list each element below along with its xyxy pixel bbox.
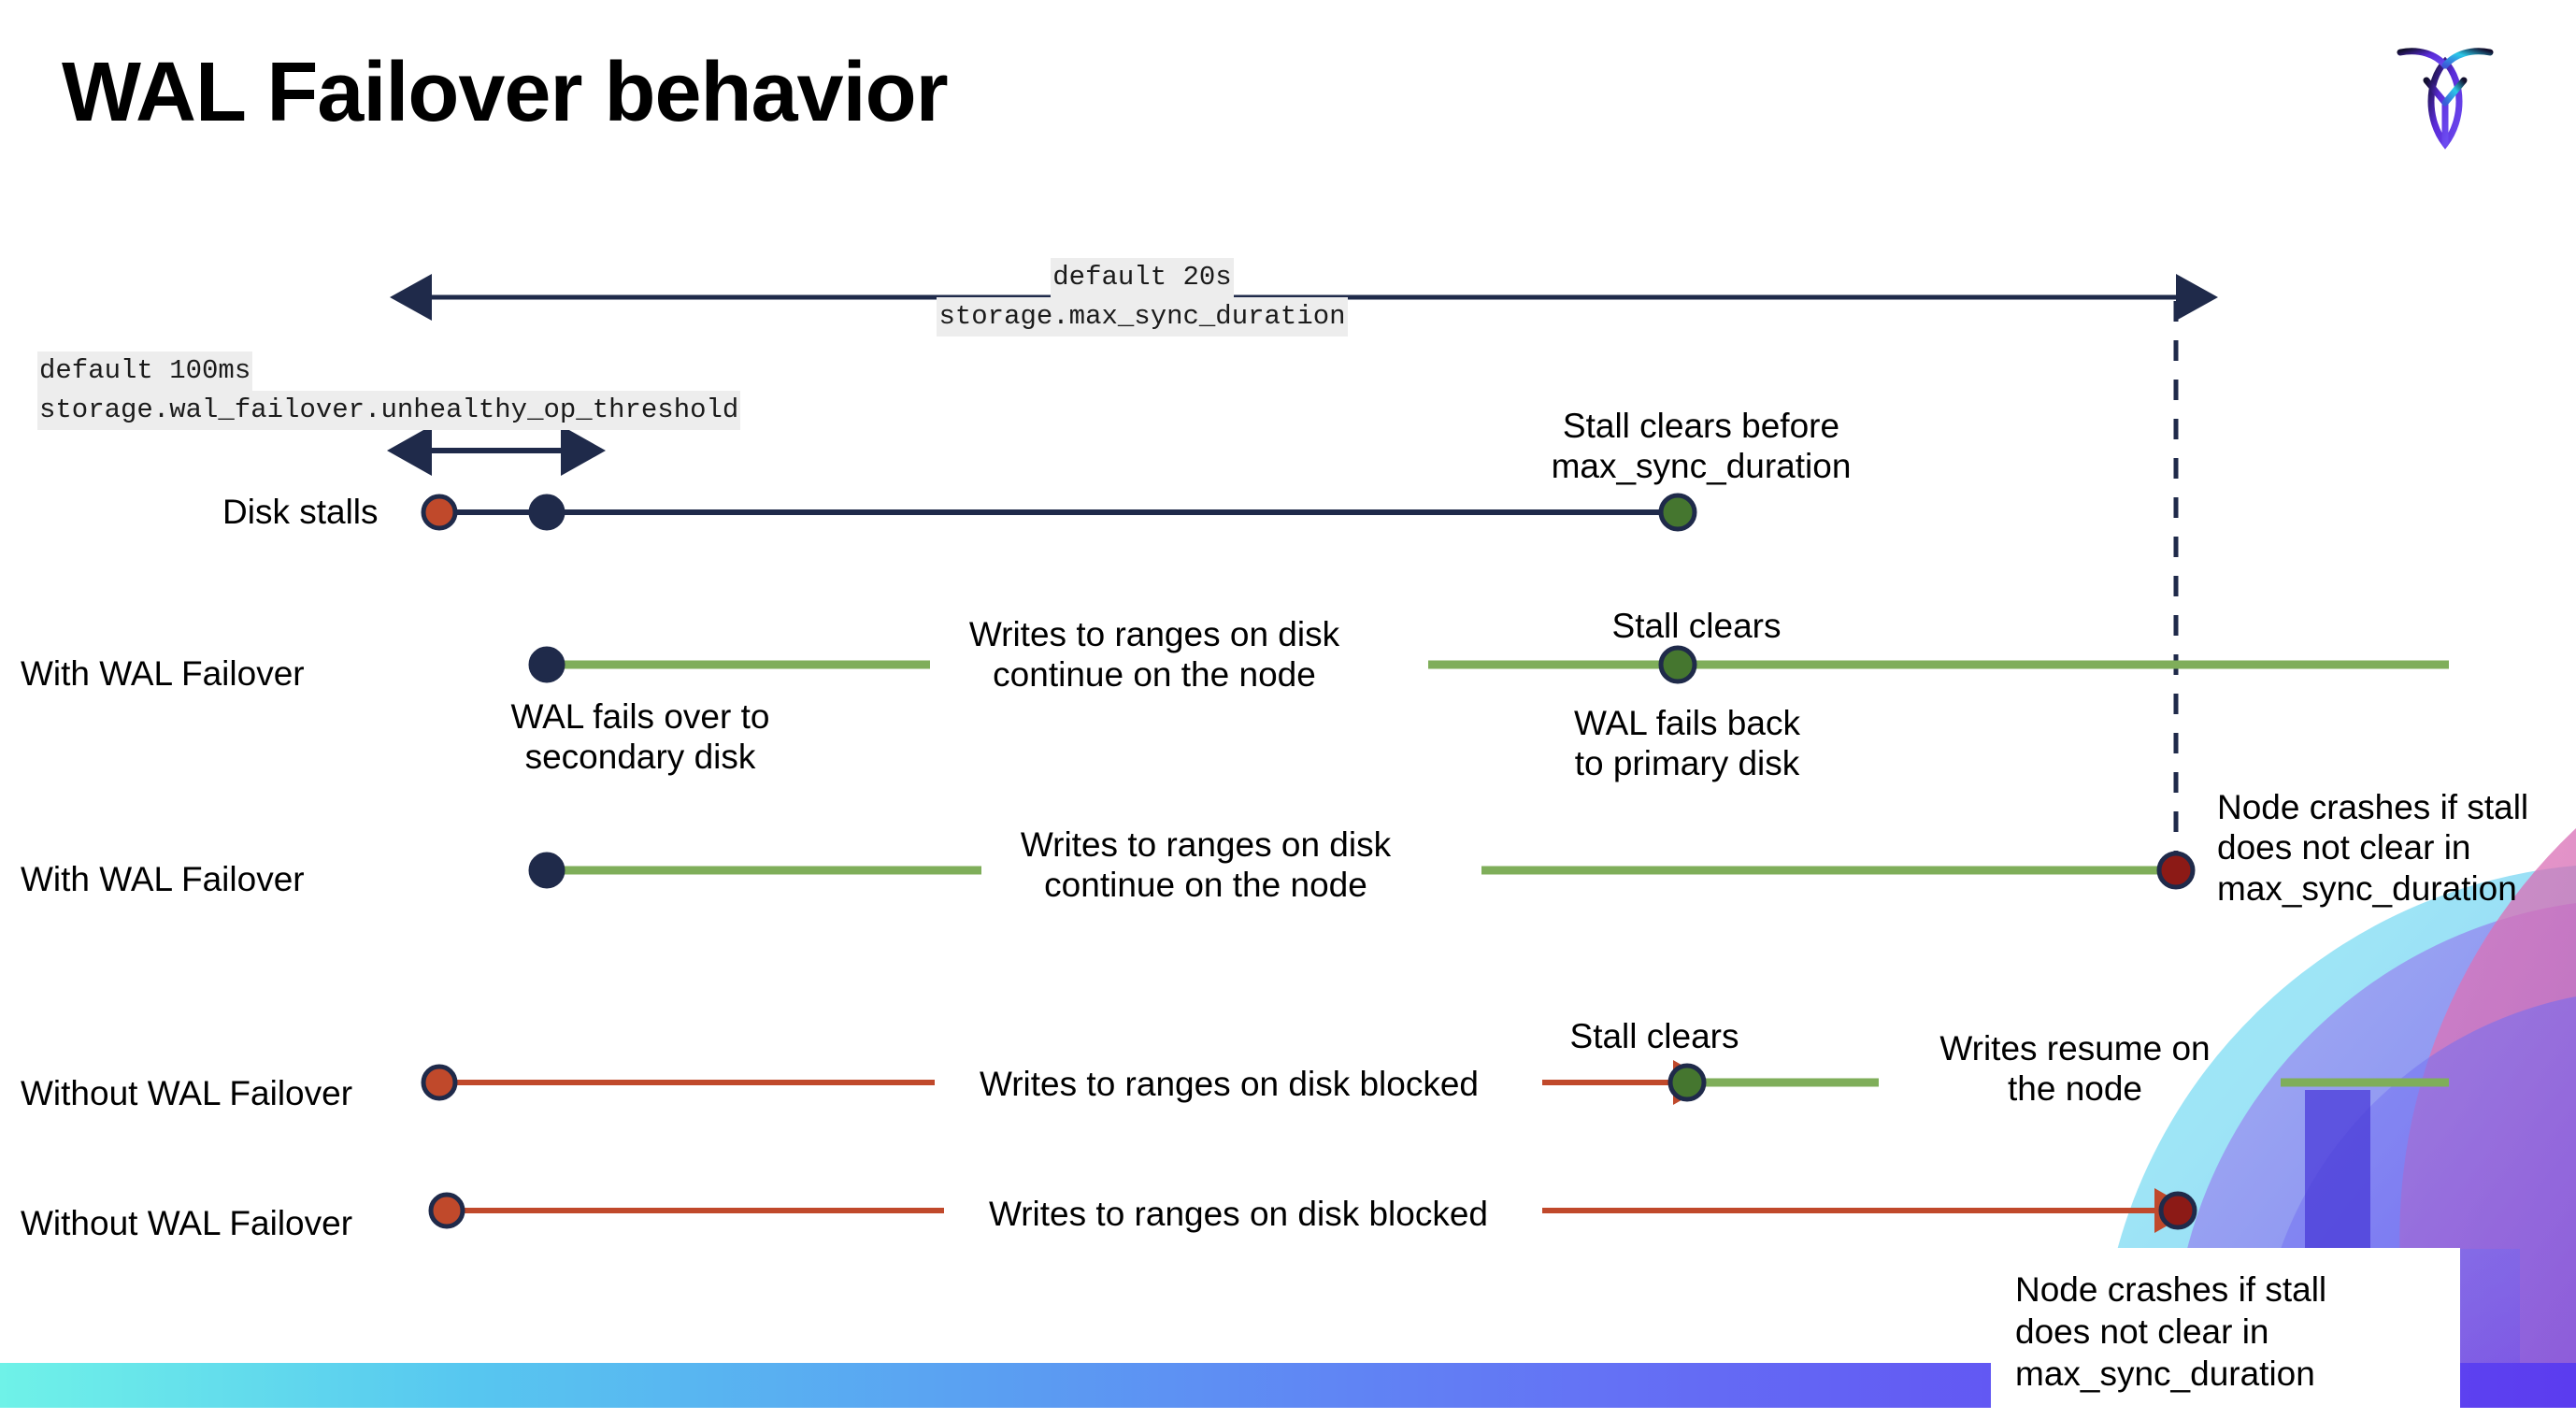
row-without-wal-failover-2-track: [428, 1188, 2197, 1233]
note-stall-clears-before-max-sync: Stall clears before max_sync_duration: [1551, 407, 1852, 486]
note-node-crashes-row3: Node crashes if stall does not clear in …: [2217, 788, 2529, 908]
unhealthy-op-setting-label: storage.wal_failover.unhealthy_op_thresh…: [37, 391, 741, 431]
row-label-with-wal-failover-1: With WAL Failover: [21, 654, 305, 693]
note-writes-continue-row3: Writes to ranges on disk continue on the…: [1020, 825, 1392, 905]
marker-node-crash: [2156, 851, 2196, 890]
note-writes-blocked-row5: Writes to ranges on disk blocked: [988, 1195, 1489, 1233]
note-writes-continue-row2: Writes to ranges on disk continue on the…: [968, 615, 1340, 695]
marker-stall-clears: [1667, 1063, 1707, 1102]
row-without-wal-failover-1-track: [421, 1060, 2449, 1105]
unhealthy-op-default-label: default 100ms: [37, 351, 253, 392]
note-writes-resume: Writes resume on the node: [1939, 1029, 2211, 1109]
row-label-disk-stalls: Disk stalls: [222, 493, 379, 531]
note-wal-fails-over: WAL fails over to secondary disk: [510, 697, 770, 777]
max-sync-setting-label: storage.max_sync_duration: [937, 297, 1348, 337]
marker-stall-start: [428, 1192, 465, 1229]
note-writes-blocked-row4: Writes to ranges on disk blocked: [979, 1065, 1480, 1103]
row-label-without-wal-failover-2: Without WAL Failover: [21, 1204, 353, 1242]
row-disk-stalls-track: [421, 493, 1697, 532]
marker-failover-point: [528, 494, 565, 531]
max-sync-default-label: default 20s: [1051, 258, 1234, 298]
cockroachdb-logo: [2389, 28, 2501, 159]
marker-stall-start: [421, 494, 458, 531]
logo-icon: [2397, 48, 2494, 150]
row-with-wal-failover-1-track: [528, 645, 2449, 684]
unhealthy-op-threshold-annotation: default 100ms storage.wal_failover.unhea…: [37, 351, 741, 431]
row-label-with-wal-failover-2: With WAL Failover: [21, 860, 305, 898]
callout-node-crashes: Node crashes if stall does not clear in …: [1991, 1248, 2460, 1419]
note-wal-fails-back: WAL fails back to primary disk: [1574, 704, 1800, 783]
page-title: WAL Failover behavior: [62, 46, 949, 139]
marker-stall-clears: [1658, 493, 1697, 532]
note-stall-clears-row4: Stall clears: [1569, 1017, 1739, 1055]
marker-node-crash: [2158, 1191, 2197, 1230]
marker-failover-point: [528, 852, 565, 889]
row-with-wal-failover-2-track: [528, 851, 2196, 890]
marker-stall-start: [421, 1064, 458, 1101]
marker-stall-clears: [1658, 645, 1697, 684]
note-stall-clears-row2: Stall clears: [1611, 607, 1782, 645]
row-label-without-wal-failover-1: Without WAL Failover: [21, 1074, 353, 1112]
marker-failover-point: [528, 646, 565, 683]
